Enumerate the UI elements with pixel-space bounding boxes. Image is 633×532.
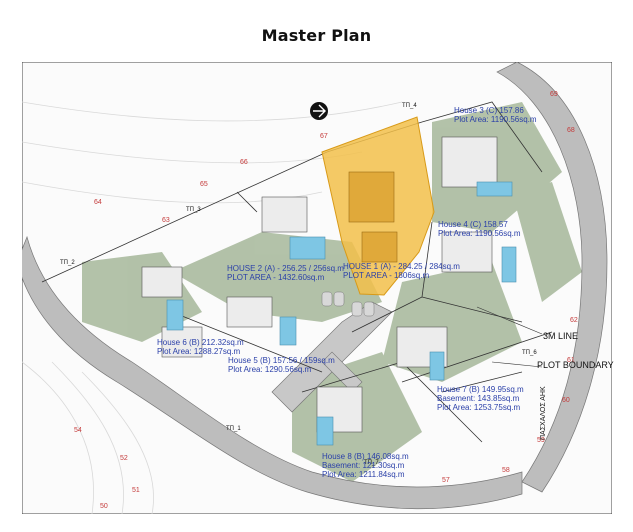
svg-text:58: 58 <box>502 467 510 474</box>
svg-text:65: 65 <box>200 181 208 188</box>
section-label: ΤΠ_7 <box>364 460 379 466</box>
svg-text:63: 63 <box>162 217 170 224</box>
svg-text:62: 62 <box>570 317 578 324</box>
section-label: ΤΠ_2 <box>60 260 75 266</box>
svg-text:50: 50 <box>100 503 108 510</box>
access-road <box>22 235 523 510</box>
svg-text:60: 60 <box>562 397 570 404</box>
svg-text:59: 59 <box>537 437 545 444</box>
section-markers: ΤΠ_2 ΤΠ_3 ΤΠ_4 ΤΠ_1 ΤΠ_7 ΤΠ_6 <box>60 103 537 466</box>
page-title: Master Plan <box>261 26 372 45</box>
section-label: ΤΠ_3 <box>186 207 201 213</box>
building-footprints <box>141 136 498 433</box>
section-label: ΤΠ_1 <box>226 426 241 432</box>
section-label: ΤΠ_6 <box>522 350 537 356</box>
svg-text:57: 57 <box>442 477 450 484</box>
svg-text:61: 61 <box>567 357 575 364</box>
svg-text:51: 51 <box>132 487 140 494</box>
road-name-label: ΠΑΣΧΑΛΟΣ ΑΗΚ <box>540 386 547 440</box>
svg-text:67: 67 <box>320 133 328 140</box>
contour-lines <box>22 101 403 514</box>
svg-text:68: 68 <box>567 127 575 134</box>
perimeter-road <box>496 62 608 493</box>
contour-labels: 69 68 67 66 65 64 63 62 61 60 59 58 57 5… <box>74 91 578 510</box>
svg-text:66: 66 <box>240 159 248 166</box>
svg-text:69: 69 <box>550 91 558 98</box>
svg-text:52: 52 <box>120 455 128 462</box>
site-plan-drawing: ΤΠ_2 ΤΠ_3 ΤΠ_4 ΤΠ_1 ΤΠ_7 ΤΠ_6 69 68 67 6… <box>22 62 612 514</box>
section-label: ΤΠ_4 <box>402 103 417 109</box>
three-m-line-label: 3M LINE <box>543 331 579 341</box>
svg-text:54: 54 <box>74 427 82 434</box>
plot-boundary-label: PLOT BOUNDARY <box>537 360 614 370</box>
parking <box>321 291 375 317</box>
north-arrow-icon <box>310 102 328 120</box>
pools <box>166 181 517 446</box>
svg-text:64: 64 <box>94 199 102 206</box>
